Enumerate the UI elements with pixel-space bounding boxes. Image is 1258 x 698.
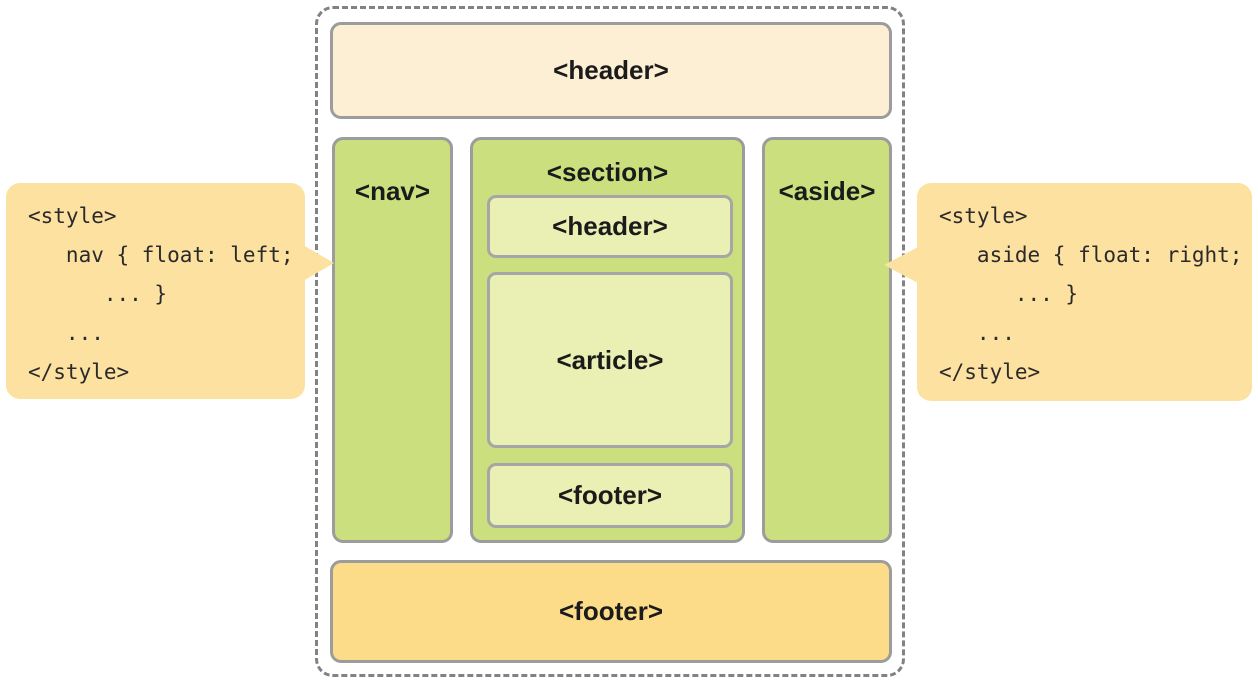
section-footer-box: <footer> — [487, 463, 733, 528]
code-line: ... — [28, 321, 104, 345]
code-line: ... — [939, 321, 1015, 345]
nav-box: <nav> — [332, 137, 453, 543]
section-header-label: <header> — [552, 211, 668, 241]
page-footer-box: <footer> — [330, 560, 892, 663]
nav-label: <nav> — [354, 176, 431, 206]
code-line: ... } — [28, 282, 168, 306]
code-line: nav { float: left; — [28, 243, 294, 267]
right-callout-code: <style> aside { float: right; ... } ... … — [917, 183, 1252, 392]
section-header-box: <header> — [487, 195, 733, 258]
code-line: <style> — [939, 204, 1028, 228]
page-header-label: <header> — [553, 55, 669, 85]
right-style-callout: <style> aside { float: right; ... } ... … — [917, 183, 1252, 401]
code-line: ... } — [939, 282, 1079, 306]
section-label: <section> — [546, 157, 669, 187]
page-footer-label: <footer> — [558, 596, 664, 626]
code-line: <style> — [28, 204, 117, 228]
code-line: aside { float: right; — [939, 243, 1243, 267]
aside-box: <aside> — [762, 137, 892, 543]
article-label: <article> — [556, 344, 664, 375]
right-callout-pointer-icon — [884, 247, 918, 283]
page-header-box: <header> — [330, 22, 892, 119]
code-line: </style> — [939, 360, 1041, 384]
left-callout-pointer-icon — [303, 245, 334, 281]
section-footer-label: <footer> — [557, 480, 663, 510]
left-style-callout: <style> nav { float: left; ... } ... </s… — [6, 183, 305, 399]
code-line: </style> — [28, 360, 130, 384]
article-box: <article> — [487, 272, 733, 448]
aside-label: <aside> — [778, 176, 876, 206]
left-callout-code: <style> nav { float: left; ... } ... </s… — [6, 183, 305, 392]
